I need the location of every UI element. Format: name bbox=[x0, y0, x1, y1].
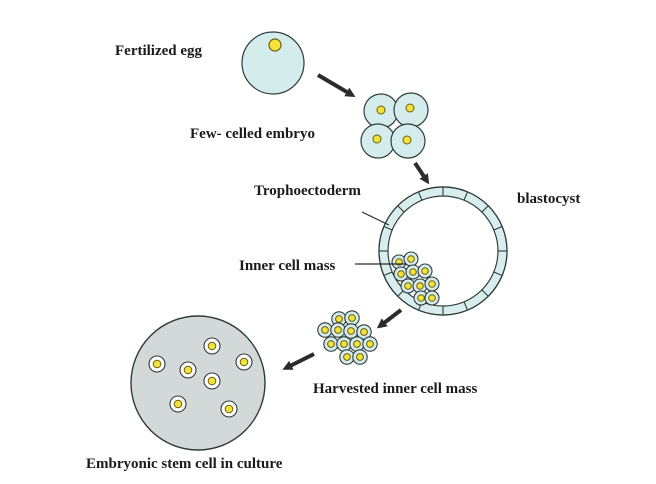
nucleus-icon bbox=[207, 341, 217, 351]
label-few-celled-embryo: Few- celled embryo bbox=[190, 126, 315, 142]
nucleus-icon bbox=[321, 326, 329, 334]
trophoectoderm-divider bbox=[383, 271, 393, 276]
nucleus-icon bbox=[340, 340, 348, 348]
label-inner-cell-mass: Inner cell mass bbox=[239, 258, 336, 274]
trophoectoderm-divider bbox=[463, 191, 468, 201]
nucleus-icon bbox=[428, 280, 436, 288]
nucleus-icon bbox=[404, 282, 412, 290]
nucleus-icon bbox=[173, 399, 183, 409]
nucleus-icon bbox=[360, 328, 368, 336]
nucleus-icon bbox=[207, 376, 217, 386]
trophoectoderm-divider bbox=[463, 301, 468, 311]
nucleus-icon bbox=[417, 294, 425, 302]
trophoectoderm-divider bbox=[418, 191, 423, 201]
nucleus-icon bbox=[239, 357, 249, 367]
nucleus-icon bbox=[343, 353, 351, 361]
nucleus-icon bbox=[428, 294, 436, 302]
nucleus-icon bbox=[335, 315, 343, 323]
inner-cell-mass-cluster bbox=[391, 251, 440, 306]
nucleus-icon bbox=[397, 270, 405, 278]
label-trophoectoderm: Trophoectoderm bbox=[254, 183, 361, 199]
nucleus-icon bbox=[416, 282, 424, 290]
nucleus-icon bbox=[407, 255, 415, 263]
nucleus-icon bbox=[268, 38, 282, 52]
label-embryonic-stem-cell-in-culture: Embryonic stem cell in culture bbox=[86, 456, 283, 472]
label-blastocyst: blastocyst bbox=[517, 191, 581, 207]
few-celled-embryo-cells bbox=[360, 92, 429, 159]
label-fertilized-egg: Fertilized egg bbox=[115, 43, 203, 59]
nucleus-icon bbox=[348, 314, 356, 322]
nucleus-icon bbox=[421, 267, 429, 275]
arrow-blastocyst-to-harvested bbox=[376, 308, 403, 329]
nucleus-icon bbox=[353, 340, 361, 348]
nucleus-icon bbox=[334, 326, 342, 334]
arrow-harvested-to-culture bbox=[282, 352, 315, 370]
nucleus-icon bbox=[347, 327, 355, 335]
label-harvested-inner-cell-mass: Harvested inner cell mass bbox=[313, 381, 478, 397]
trophoectoderm-divider bbox=[481, 205, 489, 213]
trophoectoderm-divider bbox=[397, 205, 405, 213]
nucleus-icon bbox=[224, 404, 234, 414]
nucleus-icon bbox=[327, 340, 335, 348]
arrow-embryo-to-blastocyst bbox=[413, 161, 430, 185]
blastocyst-cell bbox=[378, 186, 508, 316]
nucleus-icon bbox=[409, 268, 417, 276]
fertilized-egg-cell bbox=[241, 31, 305, 95]
trophoectoderm-divider bbox=[481, 289, 489, 297]
culture-dish bbox=[130, 315, 266, 451]
nucleus-icon bbox=[356, 353, 364, 361]
nucleus-icon bbox=[183, 365, 193, 375]
arrow-egg-to-embryo bbox=[316, 73, 356, 98]
trophoectoderm-divider bbox=[493, 271, 503, 276]
trophoectoderm-leader-line bbox=[361, 211, 390, 226]
trophoectoderm-divider bbox=[493, 226, 503, 231]
trophoectoderm-divider bbox=[383, 226, 393, 231]
nucleus-icon bbox=[152, 359, 162, 369]
nucleus-icon bbox=[366, 340, 374, 348]
trophoectoderm-cells bbox=[379, 187, 507, 315]
harvested-inner-cell-mass-cluster bbox=[317, 310, 378, 365]
